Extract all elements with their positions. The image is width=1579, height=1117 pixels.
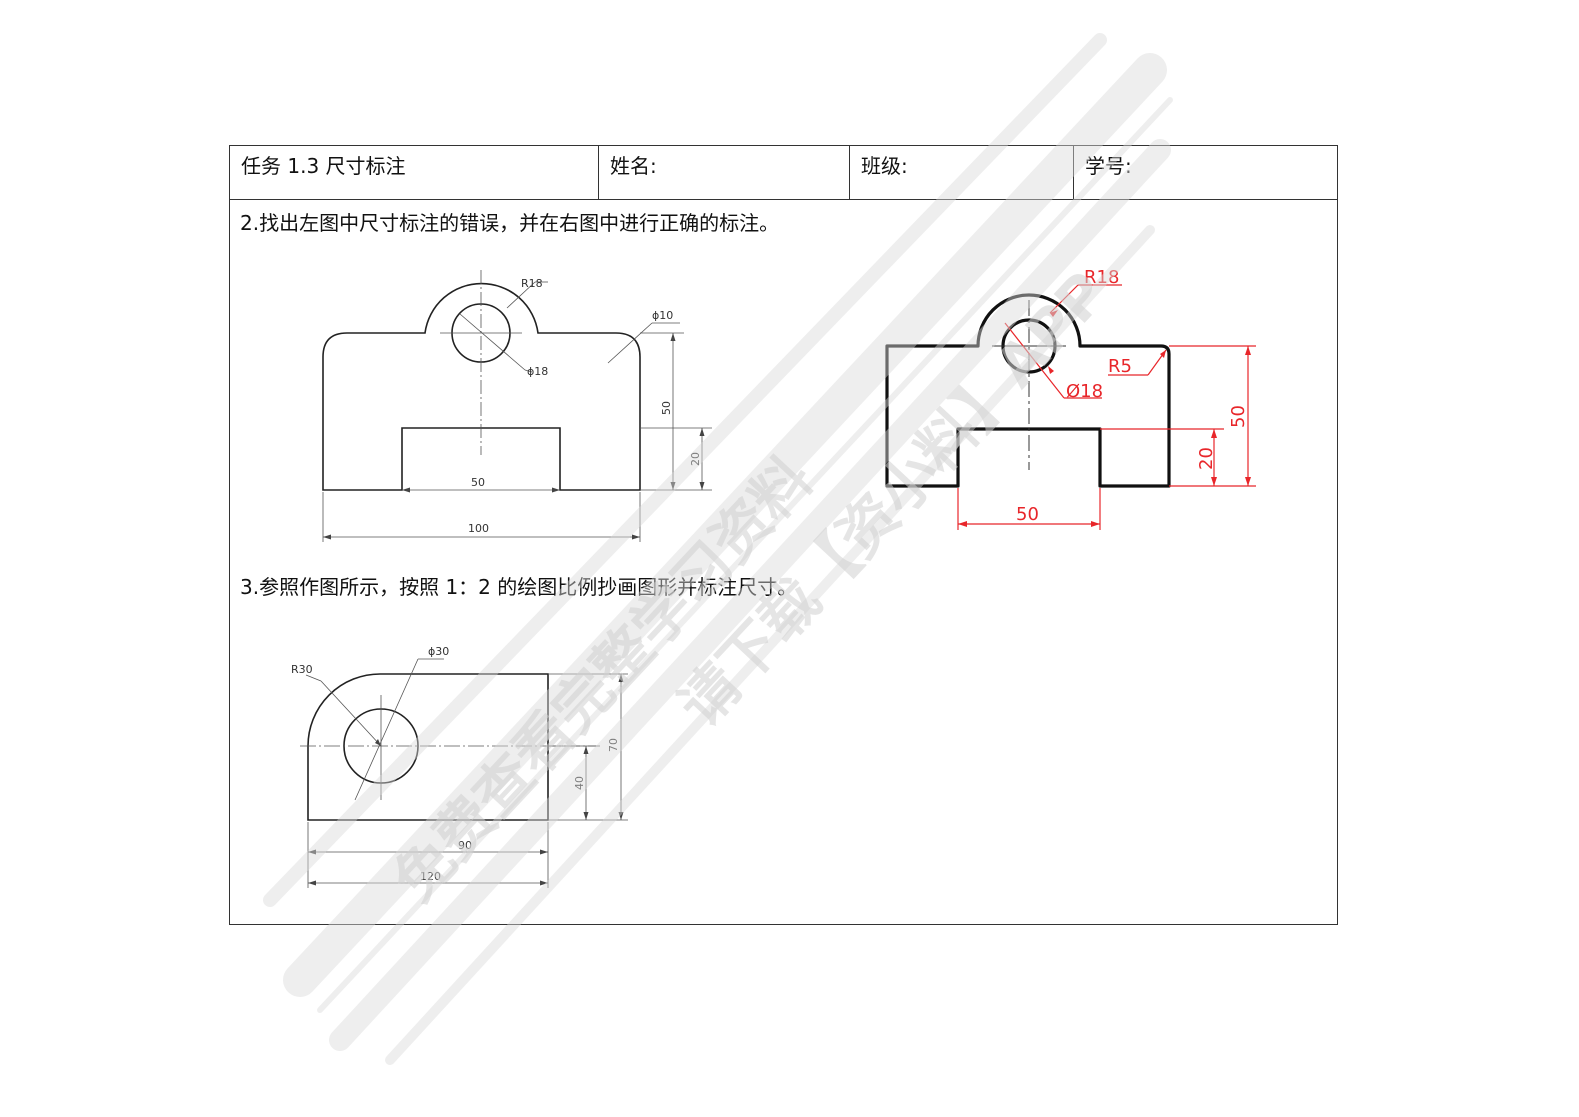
q2-right-drawing: R18 R5 Ø18 50 20 50 (885, 267, 1256, 530)
label-h50-correct: 50 (1228, 405, 1249, 428)
label-w100: 100 (468, 522, 489, 535)
worksheet-frame: 任务 1.3 尺寸标注 姓名: 班级: 学号: (229, 145, 1338, 925)
label-d30: ϕ30 (428, 645, 449, 658)
label-r5-correct: R5 (1108, 356, 1132, 377)
label-r18: R18 (521, 277, 543, 290)
label-r18-correct: R18 (1084, 267, 1119, 288)
q2-left-drawing: R18 ϕ10 ϕ18 50 20 50 100 (322, 270, 712, 542)
label-h70: 70 (607, 738, 620, 752)
question-3-text: 3.参照作图所示，按照 1：2 的绘图比例抄画图形并标注尺寸。 (240, 575, 798, 599)
label-h40: 40 (573, 776, 586, 790)
name-field[interactable]: 姓名: (599, 146, 850, 199)
label-w50: 50 (471, 476, 485, 489)
label-w50-correct: 50 (1016, 504, 1039, 525)
label-d18: ϕ18 (527, 365, 548, 378)
label-w120: 120 (420, 870, 441, 883)
task-title: 任务 1.3 尺寸标注 (230, 146, 599, 199)
q3-drawing: R30 ϕ30 70 40 90 120 (291, 645, 628, 888)
header-row: 任务 1.3 尺寸标注 姓名: 班级: 学号: (230, 146, 1337, 200)
student-id-field[interactable]: 学号: (1085, 154, 1132, 178)
class-field[interactable]: 班级: (850, 146, 1074, 199)
question-2-text: 2.找出左图中尺寸标注的错误，并在右图中进行正确的标注。 (240, 211, 780, 235)
label-h20: 20 (689, 452, 702, 466)
label-h50: 50 (660, 401, 673, 415)
label-w90: 90 (458, 839, 472, 852)
label-d18-correct: Ø18 (1066, 381, 1103, 402)
label-h20-correct: 20 (1196, 447, 1217, 470)
label-d10: ϕ10 (652, 309, 673, 322)
label-r30: R30 (291, 663, 313, 676)
